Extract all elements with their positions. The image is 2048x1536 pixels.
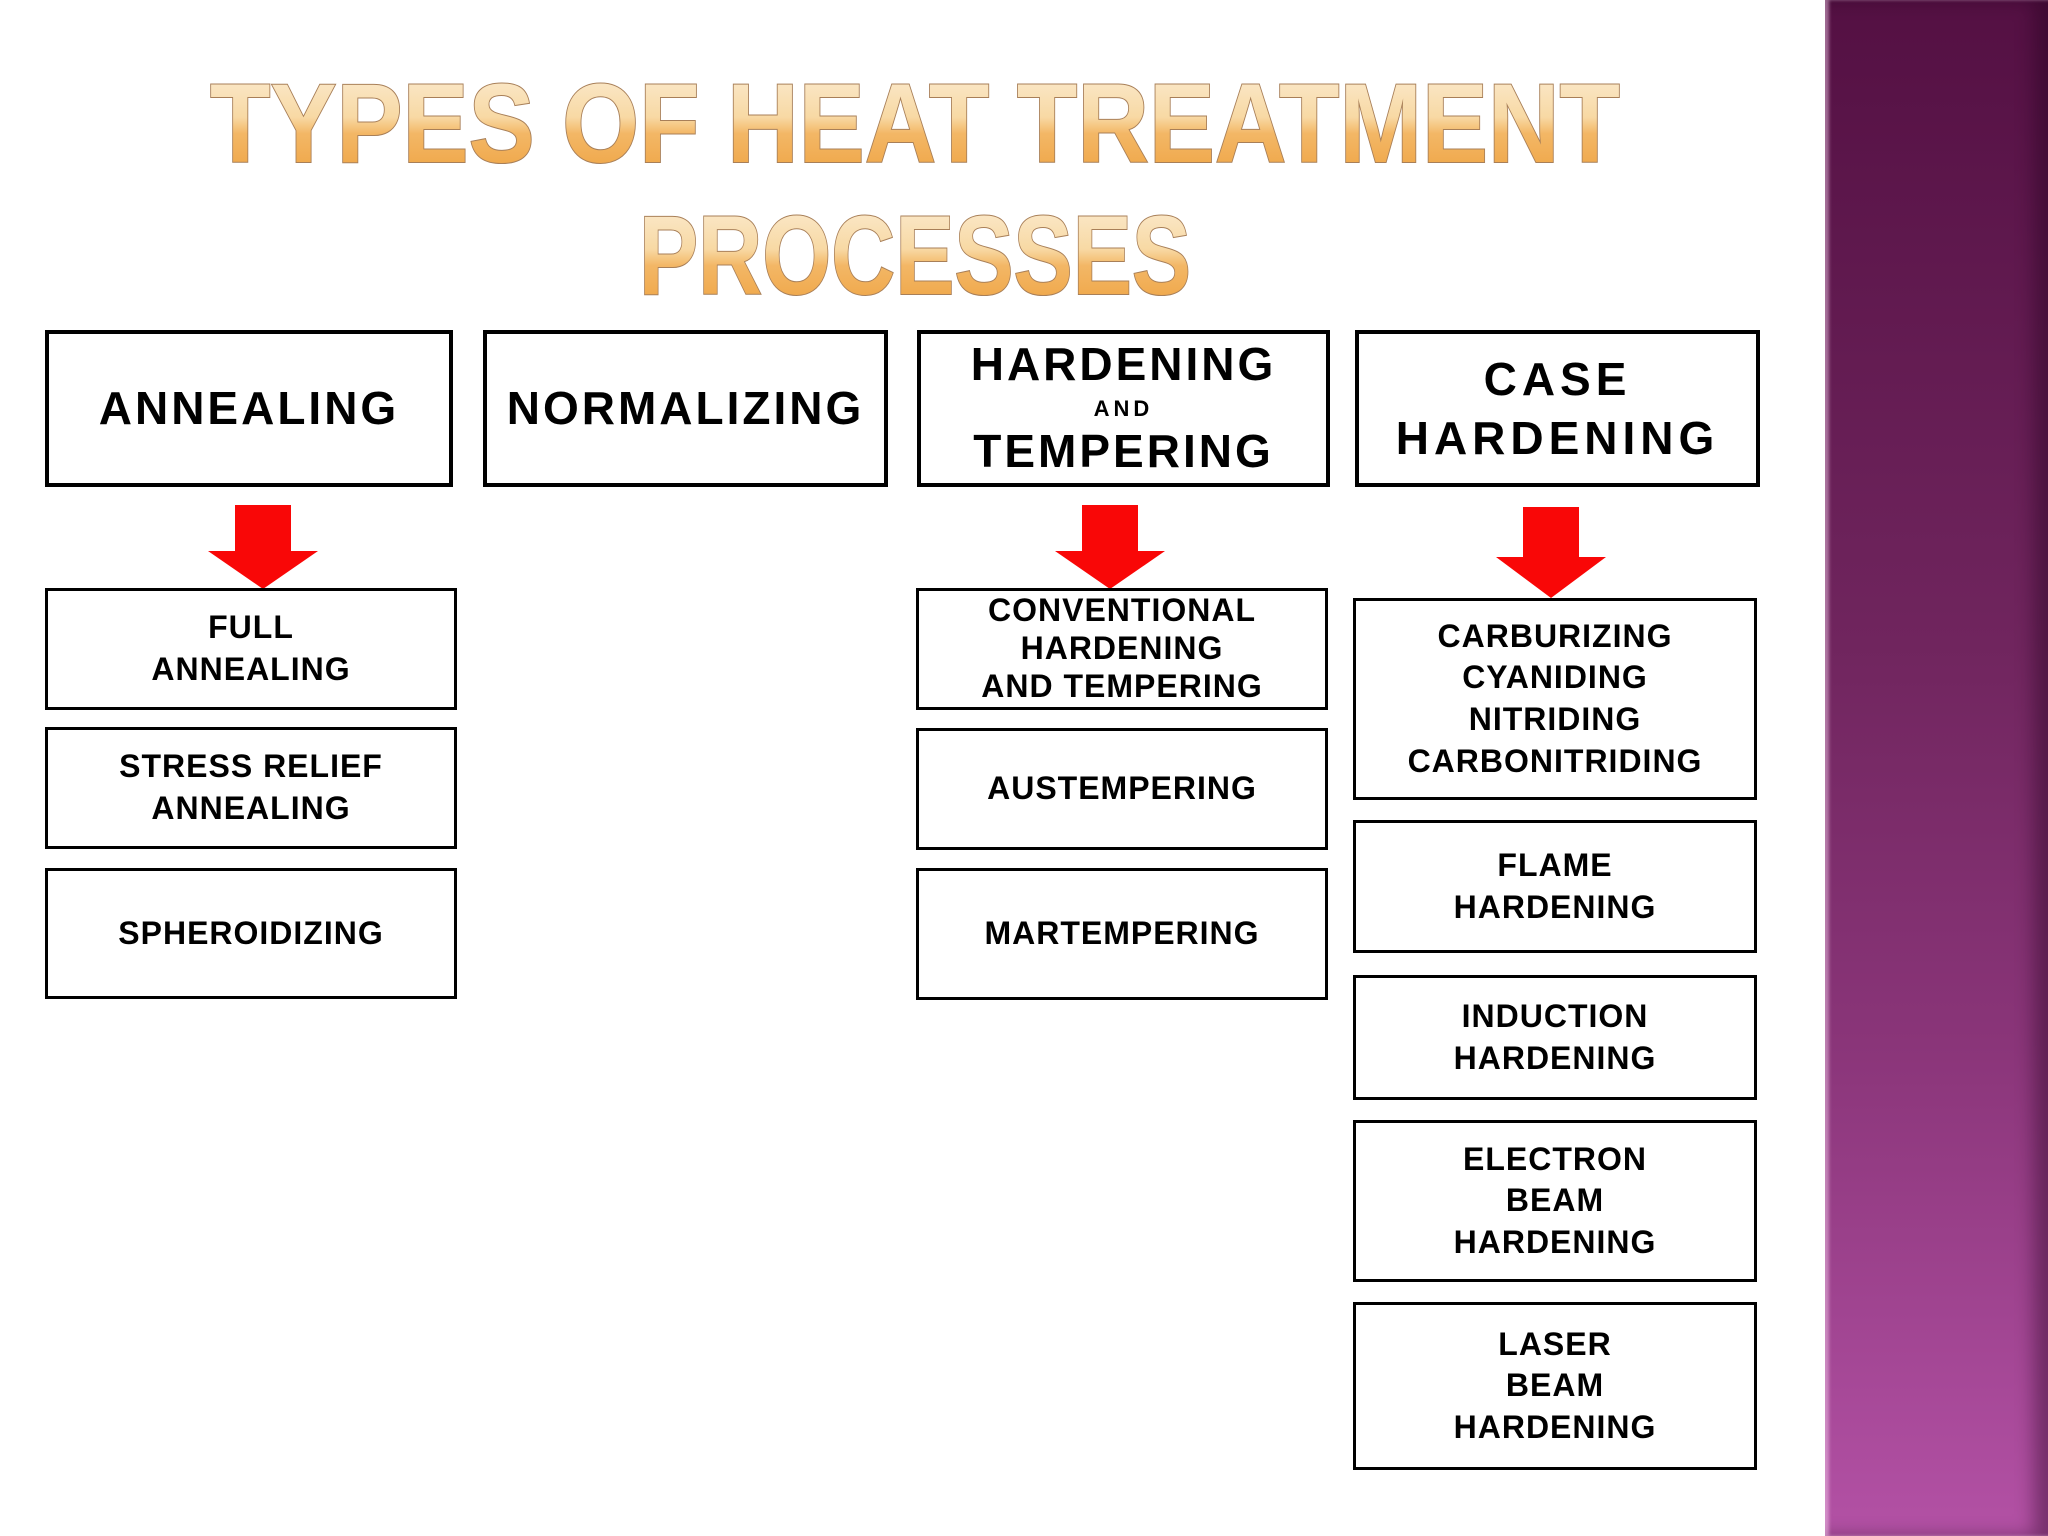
hardening-label: HARDENING: [970, 338, 1277, 391]
box-full-annealing-label: FULL ANNEALING: [151, 609, 351, 687]
box-austempering-label: AUSTEMPERING: [987, 770, 1257, 807]
down-arrow-case-hardening-icon: [1496, 507, 1606, 598]
box-normalizing-label: NORMALIZING: [506, 381, 865, 434]
box-stress-relief-annealing: STRESS RELIEF ANNEALING: [45, 727, 457, 849]
box-flame-hardening-label: FLAME HARDENING: [1453, 846, 1657, 925]
box-flame-hardening: FLAME HARDENING: [1353, 820, 1757, 953]
title-line-2: PROCESSES: [639, 193, 1191, 318]
box-normalizing: NORMALIZING: [483, 330, 888, 487]
box-annealing: ANNEALING: [45, 330, 453, 487]
box-stress-relief-annealing-label: STRESS RELIEF ANNEALING: [119, 748, 383, 826]
box-electron-beam-hardening-label: ELECTRON BEAM HARDENING: [1453, 1140, 1657, 1260]
box-conventional-hardening-label: CONVENTIONAL HARDENING AND TEMPERING: [981, 592, 1263, 704]
box-case-hardening-label: CASE HARDENING: [1395, 352, 1720, 464]
box-hardening-and-tempering: HARDENING AND TEMPERING: [917, 330, 1330, 487]
decorative-sidebar: [1825, 0, 2048, 1536]
title-line-1: TYPES OF HEAT TREATMENT: [210, 61, 1620, 186]
box-carburizing-cyaniding-nitriding-carbonitriding: CARBURIZING CYANIDING NITRIDING CARBONIT…: [1353, 598, 1757, 800]
box-full-annealing: FULL ANNEALING: [45, 588, 457, 710]
down-arrow-annealing-icon: [208, 505, 318, 589]
box-annealing-label: ANNEALING: [98, 381, 400, 434]
box-induction-hardening-label: INDUCTION HARDENING: [1453, 997, 1657, 1076]
box-induction-hardening: INDUCTION HARDENING: [1353, 975, 1757, 1100]
box-martempering: MARTEMPERING: [916, 868, 1328, 1000]
slide-title: TYPES OF HEAT TREATMENT PROCESSES: [209, 60, 1621, 319]
box-conventional-hardening-and-tempering: CONVENTIONAL HARDENING AND TEMPERING: [916, 588, 1328, 710]
box-carburizing-group-label: CARBURIZING CYANIDING NITRIDING CARBONIT…: [1407, 617, 1703, 779]
down-arrow-hardening-icon: [1055, 505, 1165, 589]
box-spheroidizing-label: SPHEROIDIZING: [118, 914, 384, 951]
box-laser-beam-hardening: LASER BEAM HARDENING: [1353, 1302, 1757, 1470]
box-spheroidizing: SPHEROIDIZING: [45, 868, 457, 999]
box-austempering: AUSTEMPERING: [916, 728, 1328, 850]
tempering-label: TEMPERING: [973, 425, 1274, 478]
box-martempering-label: MARTEMPERING: [984, 915, 1260, 952]
box-case-hardening: CASE HARDENING: [1355, 330, 1760, 487]
box-laser-beam-hardening-label: LASER BEAM HARDENING: [1453, 1325, 1657, 1445]
box-electron-beam-hardening: ELECTRON BEAM HARDENING: [1353, 1120, 1757, 1282]
and-label: AND: [1093, 395, 1154, 421]
